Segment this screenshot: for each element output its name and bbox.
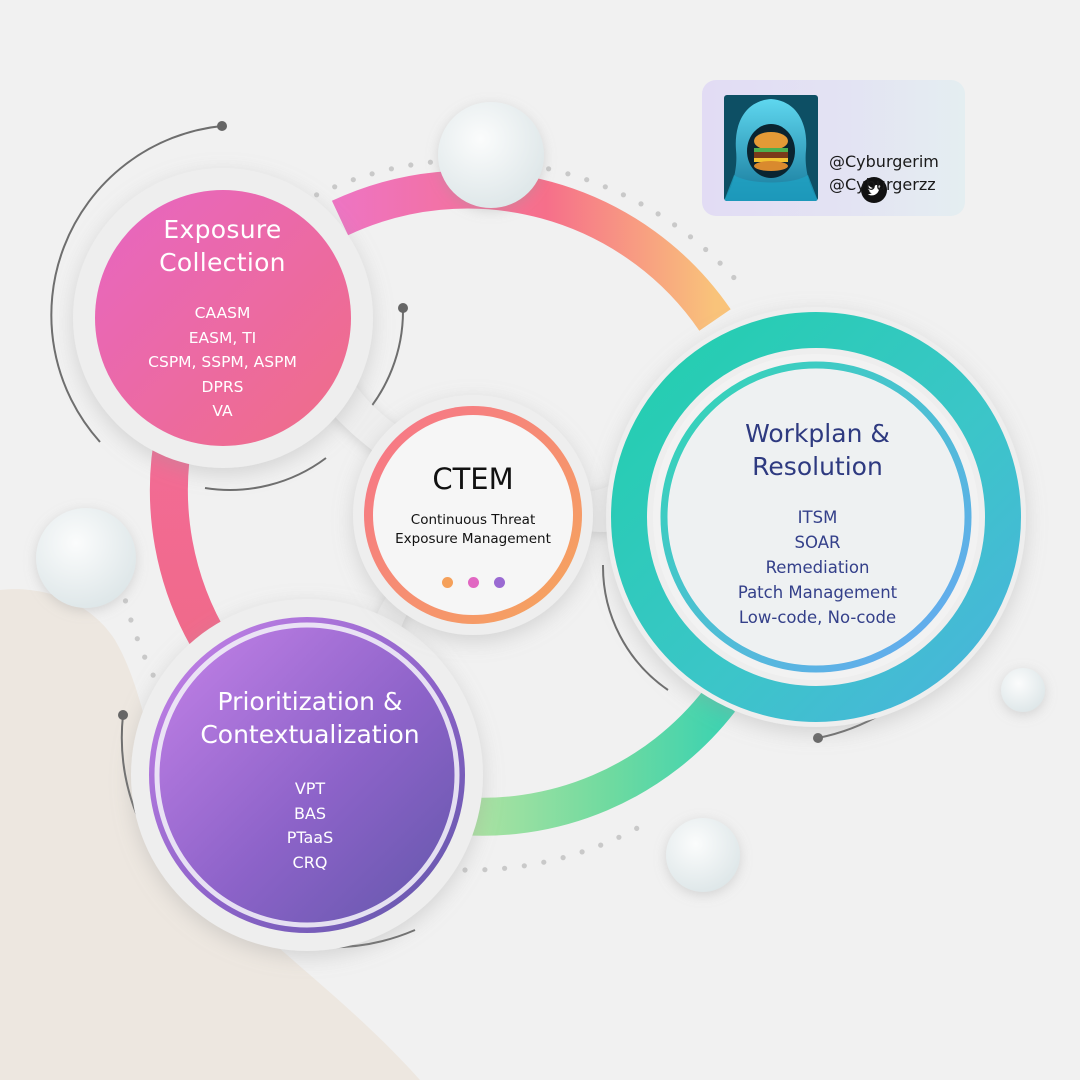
ctem-subtitle-line-2: Exposure Management bbox=[395, 530, 551, 547]
workplan-resolution-items: ITSM SOAR Remediation Patch Management L… bbox=[690, 505, 945, 630]
decorative-dot bbox=[541, 859, 547, 865]
exposure-collection-items: CAASM EASM, TI CSPM, SSPM, ASPM DPRS VA bbox=[100, 301, 345, 424]
ctem-subtitle-line-1: Continuous Threat bbox=[410, 511, 536, 528]
decorative-dot bbox=[427, 159, 433, 165]
decorative-dot bbox=[388, 166, 394, 172]
list-item: PTaaS bbox=[286, 828, 334, 847]
decorative-dot bbox=[655, 211, 661, 217]
workplan-title-line-1: Workplan & bbox=[745, 419, 890, 448]
decorative-dot bbox=[408, 162, 414, 168]
social-card: @Cyburgerim @Cyburgerzz bbox=[702, 80, 965, 216]
prioritization-title-line-1: Prioritization & bbox=[217, 687, 403, 716]
list-item: DPRS bbox=[201, 377, 244, 396]
arc-endpoints bbox=[118, 121, 823, 743]
decorative-dot bbox=[620, 192, 627, 198]
prioritization-title: Prioritization & Contextualization bbox=[170, 686, 450, 751]
list-item: EASM, TI bbox=[188, 328, 257, 347]
decorative-dot bbox=[703, 246, 709, 253]
ctem-dot-pink bbox=[467, 576, 479, 588]
decorative-dot bbox=[579, 849, 585, 855]
list-item: CRQ bbox=[292, 852, 328, 872]
decorative-dot bbox=[602, 184, 608, 190]
decorative-dot bbox=[560, 855, 566, 861]
decorative-dot bbox=[350, 177, 356, 183]
decorative-dot bbox=[546, 166, 552, 172]
ring-segment-bottom bbox=[447, 688, 736, 836]
ctem-title: CTEM bbox=[432, 462, 514, 496]
decorative-dot bbox=[616, 834, 622, 840]
decorative-dot bbox=[314, 192, 320, 198]
decorative-bubbles bbox=[36, 102, 1045, 892]
decorative-dot bbox=[717, 260, 723, 266]
decorative-dot bbox=[521, 863, 527, 869]
ring-segment-top bbox=[331, 170, 731, 331]
ctem-subtitle: Continuous Threat Exposure Management bbox=[378, 511, 568, 549]
decorative-dot bbox=[584, 177, 590, 183]
workplan-title-line-2: Resolution bbox=[752, 451, 883, 481]
exposure-collection-text: Exposure Collection CAASM EASM, TI CSPM,… bbox=[100, 214, 345, 424]
list-item: VPT bbox=[294, 779, 326, 798]
decorative-dot bbox=[502, 865, 508, 871]
decorative-dot bbox=[150, 672, 156, 678]
workplan-resolution-text: Workplan & Resolution ITSM SOAR Remediat… bbox=[690, 418, 945, 630]
list-item: Patch Management bbox=[737, 583, 898, 602]
decorative-dot bbox=[672, 222, 678, 228]
prioritization-text: Prioritization & Contextualization VPT B… bbox=[170, 686, 450, 875]
decorative-dot bbox=[462, 867, 468, 873]
decorative-dot bbox=[134, 636, 140, 642]
exposure-title-line-2: Collection bbox=[159, 247, 286, 277]
decorative-dot bbox=[122, 598, 129, 604]
exposure-collection-title: Exposure Collection bbox=[100, 214, 345, 279]
list-item: CAASM bbox=[194, 304, 251, 322]
node-ctem-center bbox=[353, 395, 593, 635]
ctem-dots bbox=[378, 576, 568, 588]
list-item: Remediation bbox=[765, 558, 870, 577]
prioritization-title-line-2: Contextualization bbox=[200, 719, 420, 749]
node-prioritization-contextualization bbox=[131, 599, 483, 951]
list-item: BAS bbox=[293, 803, 327, 823]
list-item: VA bbox=[212, 402, 233, 420]
list-item: SOAR bbox=[794, 533, 841, 552]
twitter-handle-1[interactable]: @Cyburgerim bbox=[829, 152, 939, 171]
twitter-bird-icon[interactable] bbox=[861, 177, 887, 203]
decorative-dot bbox=[128, 617, 134, 623]
decorative-dot bbox=[369, 171, 375, 177]
list-item: CSPM, SSPM, ASPM bbox=[148, 353, 297, 371]
decorative-dot bbox=[565, 171, 571, 177]
decorative-dot bbox=[634, 825, 640, 832]
hooded-burger-avatar bbox=[724, 95, 818, 201]
background-blob bbox=[0, 589, 420, 1080]
prioritization-items: VPT BAS PTaaS CRQ bbox=[170, 777, 450, 875]
list-item: Low-code, No-code bbox=[738, 608, 897, 627]
ctem-dot-purple bbox=[493, 576, 505, 588]
decorative-dot bbox=[332, 184, 338, 190]
ctem-center-text: CTEM Continuous Threat Exposure Manageme… bbox=[378, 462, 568, 588]
twitter-handle-2[interactable]: @Cyburgerzz bbox=[829, 175, 936, 194]
decorative-dot bbox=[482, 867, 488, 873]
decorative-dot bbox=[638, 201, 644, 207]
decorative-dot bbox=[142, 654, 148, 660]
ctem-dot-orange bbox=[441, 576, 453, 588]
exposure-title-line-1: Exposure bbox=[163, 215, 282, 244]
node-workplan-resolution bbox=[606, 307, 1026, 727]
list-item: ITSM bbox=[797, 508, 838, 527]
decorative-dot bbox=[598, 842, 604, 848]
node-exposure-collection bbox=[73, 168, 373, 468]
decorative-dot bbox=[687, 234, 694, 240]
workplan-resolution-title: Workplan & Resolution bbox=[690, 418, 945, 483]
decorative-dot bbox=[731, 274, 737, 281]
